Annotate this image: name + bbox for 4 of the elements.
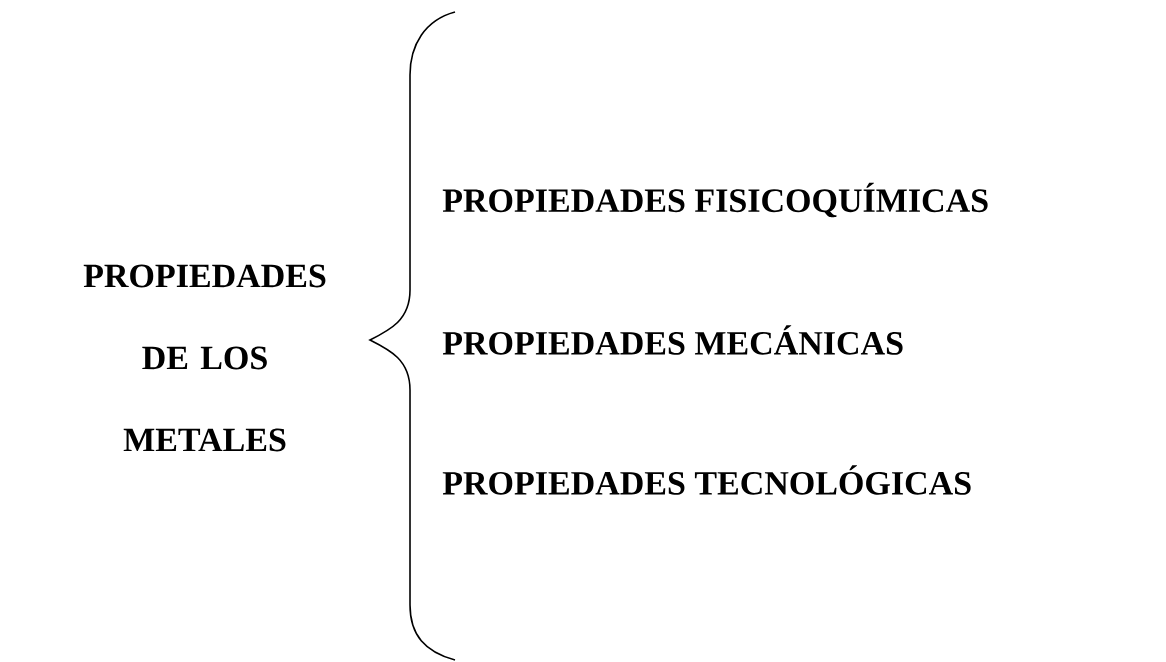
- category-label: PROPIEDADES MECÁNICAS: [442, 325, 903, 355]
- category-label: PROPIEDADES TECNOLÓGICAS: [442, 465, 971, 495]
- heading: PROPIEDADES DE LOS METALES: [83, 264, 326, 452]
- category-label: PROPIEDADES FISICOQUÍMICAS: [442, 182, 988, 218]
